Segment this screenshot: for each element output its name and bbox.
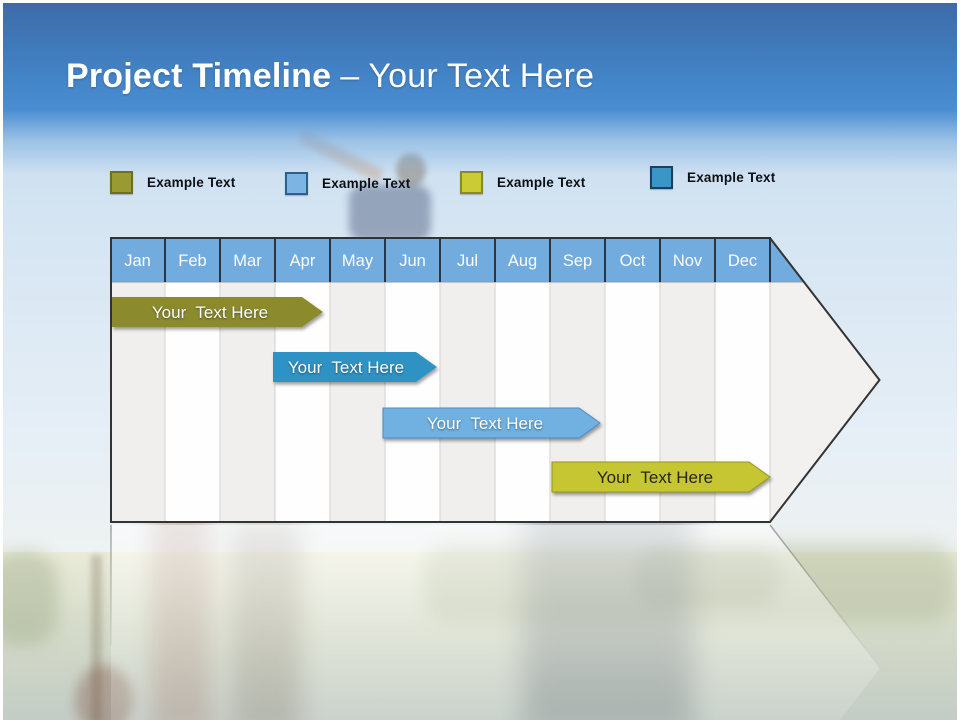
- legend-swatch-yellowgreen: [460, 171, 483, 194]
- task-bar-label: Your Text Here: [597, 468, 713, 487]
- task-bar-3: Your Text Here: [382, 407, 601, 439]
- legend-swatch-lightblue: [285, 172, 308, 195]
- header-separators: [164, 237, 771, 282]
- timeline-arrow-chart: Jan Feb Mar Apr May Jun Jul Aug Sep Oct …: [110, 237, 881, 523]
- tree-trunk: [91, 555, 102, 720]
- month-label: Jul: [457, 252, 478, 270]
- legend-label: Example Text: [687, 170, 776, 185]
- legend-label: Example Text: [497, 175, 586, 190]
- month-label: Mar: [233, 252, 262, 270]
- task-bar-shape: [551, 461, 771, 493]
- arrow-outline: [110, 237, 881, 523]
- task-bar-shape: [382, 407, 601, 439]
- month-label: Apr: [290, 252, 316, 270]
- title-subtitle: – Your Text Here: [340, 57, 595, 95]
- tree-line-left: [3, 551, 58, 646]
- task-bar-2: Your Text Here: [273, 352, 437, 382]
- task-bar-label: Your Text Here: [427, 414, 543, 433]
- month-label: Dec: [728, 252, 757, 270]
- legend-swatch-blue: [650, 166, 673, 189]
- month-label: Feb: [178, 252, 206, 270]
- task-bar-4: Your Text Here: [551, 461, 771, 493]
- title-bold: Project Timeline: [66, 57, 332, 95]
- month-label: Jun: [399, 252, 426, 270]
- legend-label: Example Text: [147, 175, 236, 190]
- person-silhouette: [231, 523, 301, 720]
- task-bar-1: Your Text Here: [112, 297, 323, 327]
- task-bar-label: Your Text Here: [288, 358, 404, 377]
- arrow-tip-area: [770, 282, 880, 523]
- child-torso-silhouette: [349, 185, 431, 241]
- legend-item-3: Example Text: [460, 171, 585, 194]
- month-label: May: [342, 252, 374, 270]
- task-bar-shape: [112, 297, 323, 327]
- month-label: Sep: [563, 252, 592, 270]
- month-header-band: [110, 237, 805, 282]
- month-label: Nov: [673, 252, 703, 270]
- header-gradient-band: [3, 3, 957, 175]
- legend-swatch-olive: [110, 171, 133, 194]
- legend-item-1: Example Text: [110, 171, 235, 194]
- legend-label: Example Text: [322, 176, 411, 191]
- month-label: Aug: [508, 252, 537, 270]
- legend-item-2: Example Text: [285, 172, 410, 195]
- task-bar-shape: [273, 352, 437, 382]
- legend-item-4: Example Text: [650, 166, 775, 189]
- task-bar-label: Your Text Here: [152, 303, 268, 322]
- page-title: Project Timeline– Your Text Here: [66, 57, 594, 96]
- month-label: Oct: [620, 252, 646, 270]
- month-label: Jan: [124, 252, 151, 270]
- month-labels: Jan Feb Mar Apr May Jun Jul Aug Sep Oct …: [124, 252, 757, 270]
- month-columns: [110, 282, 880, 523]
